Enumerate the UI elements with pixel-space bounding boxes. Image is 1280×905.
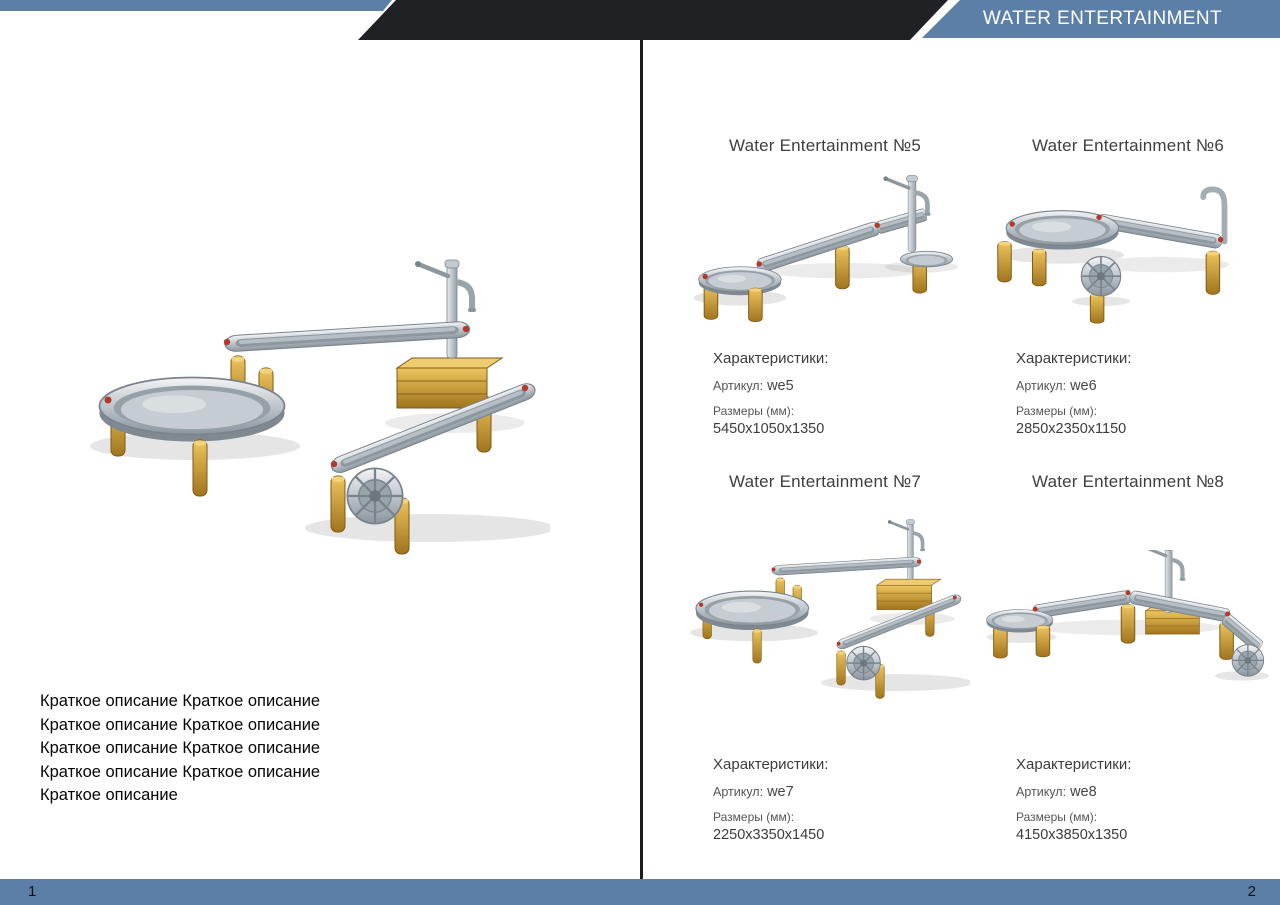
article-value: we7 bbox=[767, 784, 794, 800]
description-line: Краткое описание bbox=[40, 786, 178, 804]
product-card-we7: Water Entertainment №7 Характеристики: А… bbox=[680, 472, 970, 852]
dimensions-value: 2850x2350x1150 bbox=[1016, 421, 1127, 437]
header-title-band: WATER ENTERTAINMENT bbox=[922, 0, 1280, 38]
description-line: Краткое описание Краткое описание bbox=[40, 762, 321, 781]
characteristics-label: Характеристики: bbox=[1016, 350, 1132, 367]
article-value: we8 bbox=[1070, 784, 1097, 800]
dimensions-label: Размеры (мм): bbox=[1016, 810, 1098, 824]
characteristics-label: Характеристики: bbox=[713, 350, 829, 367]
characteristics-label: Характеристики: bbox=[1016, 756, 1132, 773]
product-title: Water Entertainment №6 bbox=[1031, 136, 1225, 155]
main-product-illustration bbox=[70, 228, 550, 568]
product-card-we6: Water Entertainment №6 Характеристики: bbox=[983, 136, 1273, 476]
dimensions-value: 4150x3850x1350 bbox=[1016, 827, 1128, 843]
characteristics-block: Характеристики: Артикул:we8 Размеры (мм)… bbox=[1016, 756, 1131, 843]
catalog-title: WATER ENTERTAINMENT bbox=[982, 8, 1222, 29]
dimensions-value: 5450x1050x1350 bbox=[713, 421, 825, 437]
left-page-number: 1 bbox=[28, 883, 37, 900]
description-line: Краткое описание Краткое описание bbox=[40, 692, 321, 710]
right-page-number: 2 bbox=[1247, 883, 1256, 900]
characteristics-block: Характеристики: Артикул:we7 Размеры (мм)… bbox=[713, 756, 828, 843]
product-illustration-we7 bbox=[678, 500, 970, 707]
page-footer: 1 2 bbox=[0, 879, 1280, 905]
product-card-we5: Water Entertainment №5 Характе bbox=[680, 136, 970, 476]
product-illustration-we8 bbox=[983, 550, 1273, 705]
article-line: Артикул:we7 bbox=[713, 784, 828, 800]
article-label: Артикул: bbox=[1016, 785, 1067, 799]
dimensions-label: Размеры (мм): bbox=[713, 810, 795, 824]
page-divider bbox=[640, 40, 643, 879]
article-value: we6 bbox=[1070, 378, 1097, 394]
product-illustration-we6 bbox=[983, 172, 1273, 336]
article-label: Артикул: bbox=[713, 379, 764, 393]
product-card-we8: Water Entertainment №8 bbox=[983, 472, 1273, 852]
water-play-scene bbox=[70, 228, 550, 568]
description-line: Краткое описание Краткое описание bbox=[40, 715, 321, 734]
short-description: Краткое описание Краткое описание Кратко… bbox=[40, 690, 320, 808]
dimensions-value: 2250x3350x1450 bbox=[713, 827, 825, 843]
header-accent-strip bbox=[0, 0, 392, 11]
characteristics-block: Характеристики: Артикул:we6 Размеры (мм)… bbox=[1016, 350, 1131, 437]
article-value: we5 bbox=[767, 378, 794, 394]
characteristics-label: Характеристики: bbox=[713, 756, 829, 773]
article-label: Артикул: bbox=[713, 785, 764, 799]
product-title: Water Entertainment №5 bbox=[728, 136, 922, 155]
dimensions-label: Размеры (мм): bbox=[1016, 404, 1098, 418]
description-line: Краткое описание Краткое описание bbox=[40, 739, 321, 757]
article-line: Артикул:we8 bbox=[1016, 784, 1131, 800]
product-title: Water Entertainment №7 bbox=[728, 472, 922, 491]
article-line: Артикул:we6 bbox=[1016, 378, 1131, 394]
product-illustration-we5 bbox=[680, 170, 970, 354]
article-line: Артикул:we5 bbox=[713, 378, 828, 394]
article-label: Артикул: bbox=[1016, 379, 1067, 393]
page-header: WATER ENTERTAINMENT bbox=[0, 0, 1280, 42]
header-dark-band bbox=[358, 0, 948, 40]
characteristics-block: Характеристики: Артикул:we5 Размеры (мм)… bbox=[713, 350, 828, 437]
product-title: Water Entertainment №8 bbox=[1031, 472, 1225, 491]
dimensions-label: Размеры (мм): bbox=[713, 404, 795, 418]
